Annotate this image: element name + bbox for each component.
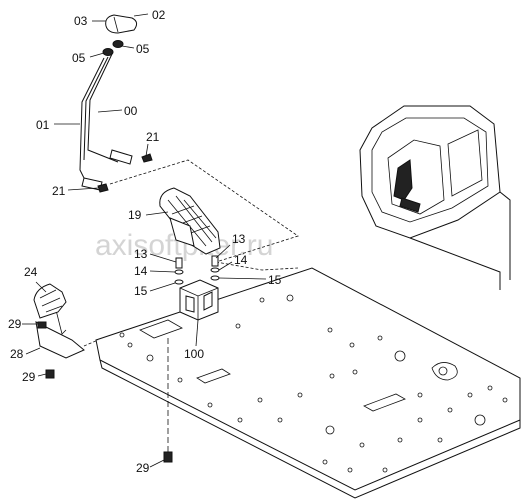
leader-lines (22, 13, 267, 468)
callout-21-lower: 21 (52, 184, 66, 198)
dashed-guide (215, 261, 299, 271)
pedal-mount-plate (35, 321, 85, 359)
callout-19: 19 (128, 208, 142, 222)
callout-24: 24 (24, 265, 38, 279)
callout-02: 02 (152, 8, 166, 22)
callout-29-middle: 29 (22, 370, 36, 384)
callout-13-right: 13 (232, 232, 246, 246)
attachment-pedal (33, 283, 85, 379)
callout-03: 03 (74, 14, 88, 28)
callout-14-right: 14 (234, 253, 248, 267)
fastener-stack-right (210, 255, 220, 281)
callout-01: 01 (36, 118, 50, 132)
callout-00: 00 (124, 104, 138, 118)
fastener-stack-left (174, 257, 184, 285)
callout-05-right: 05 (136, 42, 150, 56)
callout-21-upper: 21 (146, 130, 160, 144)
dashed-panel-outline (109, 159, 299, 263)
pedal-valve (179, 279, 219, 321)
callout-28: 28 (10, 347, 24, 361)
callout-29-upper: 29 (8, 317, 22, 331)
callout-15-right: 15 (268, 273, 282, 287)
callout-15-left: 15 (134, 284, 148, 298)
floor-plate (95, 267, 521, 499)
dashed-guide (83, 339, 99, 347)
callout-100: 100 (184, 347, 204, 361)
callout-05-left: 05 (72, 51, 86, 65)
callout-29-bottom: 29 (136, 461, 150, 475)
travel-pedal (159, 187, 221, 255)
callout-labels: 03 02 05 05 00 01 21 21 19 13 13 14 14 1… (8, 8, 282, 475)
callout-14-left: 14 (134, 264, 148, 278)
callout-13-left: 13 (134, 247, 148, 261)
bottom-bolt (163, 451, 173, 463)
travel-lever-assembly (79, 14, 153, 193)
cab-illustration (359, 105, 511, 290)
